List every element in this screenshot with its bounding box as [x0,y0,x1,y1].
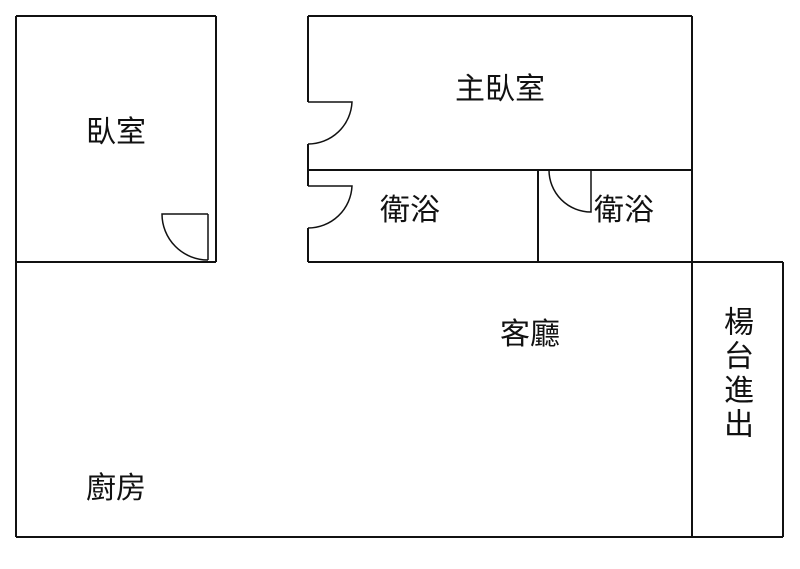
room-label-living-room: 客廳 [500,317,560,352]
room-label-master-bedroom: 主臥室 [455,72,545,107]
room-label-bathroom-right: 衛浴 [594,193,654,228]
room-label-bedroom: 臥室 [86,115,146,150]
door-swing-master [307,101,353,145]
room-label-kitchen: 廚房 [86,471,146,506]
room-label-balcony-entry: 楊台進出 [718,306,753,442]
door-swing-bath-left [307,185,353,229]
room-label-bathroom-left: 衛浴 [380,193,440,228]
door-swing-bedroom [161,213,209,261]
door-swing-bath-right [548,169,592,213]
